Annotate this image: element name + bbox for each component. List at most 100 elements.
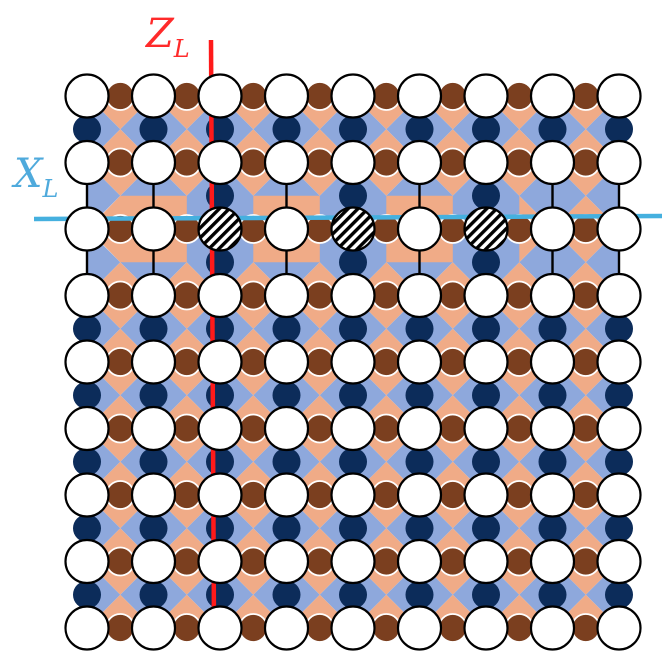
z-ancilla-qubit: [437, 480, 468, 510]
x-ancilla-qubit: [339, 447, 367, 476]
x-ancilla-qubit: [73, 314, 101, 343]
x-ancilla-qubit: [139, 447, 168, 476]
x-ancilla-qubit: [139, 580, 168, 609]
x-ancilla-qubit: [139, 115, 168, 144]
x-logical-label-main: X: [14, 151, 43, 197]
x-ancilla-qubit: [605, 447, 633, 476]
measured-data-qubit: [463, 206, 509, 252]
z-ancilla-qubit: [371, 613, 402, 643]
z-ancilla-qubit: [171, 347, 202, 377]
z-ancilla-qubit: [570, 280, 601, 311]
data-qubit: [130, 538, 177, 585]
z-ancilla-qubit: [371, 81, 402, 111]
x-ancilla-qubit: [472, 115, 500, 144]
data-qubit: [596, 605, 642, 651]
data-qubit: [130, 405, 177, 452]
data-qubit: [64, 605, 110, 651]
x-ancilla-qubit: [472, 314, 500, 343]
z-ancilla-qubit: [105, 413, 136, 444]
z-ancilla-qubit: [504, 480, 535, 510]
x-ancilla-qubit: [405, 447, 434, 476]
data-qubit: [64, 405, 110, 452]
z-ancilla-qubit: [570, 480, 601, 510]
x-ancilla-qubit: [339, 381, 367, 410]
data-qubit: [64, 472, 110, 518]
z-ancilla-qubit: [504, 413, 535, 444]
data-qubit: [330, 538, 376, 585]
z-ancilla-qubit: [304, 147, 335, 178]
data-qubits: [64, 73, 642, 651]
data-qubit: [463, 272, 509, 319]
z-ancilla-qubit: [238, 280, 269, 311]
x-ancilla-qubit: [139, 381, 168, 410]
data-qubit: [330, 272, 376, 319]
data-qubit: [529, 605, 576, 651]
data-qubit: [396, 472, 443, 518]
data-qubit: [64, 538, 110, 585]
z-ancilla-qubit: [238, 480, 269, 510]
z-ancilla-qubit: [105, 613, 136, 643]
x-ancilla-qubit: [605, 514, 633, 543]
data-qubit: [463, 605, 509, 651]
data-qubit: [130, 339, 177, 385]
z-ancilla-qubit: [238, 613, 269, 643]
data-qubit: [596, 538, 642, 585]
x-ancilla-qubit: [272, 447, 301, 476]
x-ancilla-qubit: [538, 115, 567, 144]
x-ancilla-qubit: [73, 447, 101, 476]
data-qubit: [529, 538, 576, 585]
data-qubit: [130, 605, 177, 651]
z-ancilla-qubit: [570, 413, 601, 444]
data-qubit: [396, 405, 443, 452]
x-ancilla-qubit: [605, 115, 633, 144]
x-ancilla-qubit: [339, 514, 367, 543]
data-qubit: [197, 472, 243, 518]
z-ancilla-qubit: [371, 546, 402, 577]
z-logical-label: ZL: [146, 14, 190, 69]
x-ancilla-qubit: [472, 514, 500, 543]
data-qubit: [396, 73, 443, 119]
z-ancilla-qubit: [105, 81, 136, 111]
data-qubit: [396, 339, 443, 385]
data-qubit: [64, 339, 110, 385]
x-ancilla-qubit: [206, 580, 234, 609]
z-ancilla-qubit: [504, 546, 535, 577]
x-ancilla-qubit: [339, 115, 367, 144]
data-qubit: [330, 605, 376, 651]
x-ancilla-qubit: [472, 580, 500, 609]
z-ancilla-qubit: [371, 413, 402, 444]
measured-data-qubit: [330, 206, 376, 252]
data-qubit: [529, 339, 576, 385]
data-qubit: [197, 405, 243, 452]
z-ancilla-qubit: [570, 147, 601, 178]
data-qubit: [396, 206, 443, 252]
x-ancilla-qubit: [272, 514, 301, 543]
z-ancilla-qubit: [304, 81, 335, 111]
x-ancilla-qubit: [405, 314, 434, 343]
data-qubit: [396, 272, 443, 319]
data-qubit: [596, 472, 642, 518]
z-ancilla-qubit: [570, 613, 601, 643]
x-ancilla-qubit: [405, 514, 434, 543]
data-qubit: [463, 73, 509, 119]
z-ancilla-qubit: [171, 613, 202, 643]
data-qubit: [596, 139, 642, 186]
z-ancilla-qubit: [504, 214, 535, 244]
data-qubit: [330, 472, 376, 518]
data-qubit: [396, 538, 443, 585]
x-ancilla-qubit: [272, 580, 301, 609]
x-ancilla-qubit: [339, 314, 367, 343]
x-ancilla-qubit: [605, 314, 633, 343]
data-qubit: [130, 206, 177, 252]
data-qubit: [64, 206, 110, 252]
data-qubit: [463, 538, 509, 585]
z-ancilla-qubit: [304, 280, 335, 311]
x-ancilla-qubit: [73, 115, 101, 144]
x-ancilla-qubit: [73, 514, 101, 543]
z-ancilla-qubit: [570, 347, 601, 377]
z-ancilla-qubit: [504, 147, 535, 178]
x-ancilla-qubit: [472, 381, 500, 410]
data-qubit: [596, 272, 642, 319]
z-ancilla-qubit: [504, 81, 535, 111]
x-logical-label-sub: L: [42, 175, 59, 203]
